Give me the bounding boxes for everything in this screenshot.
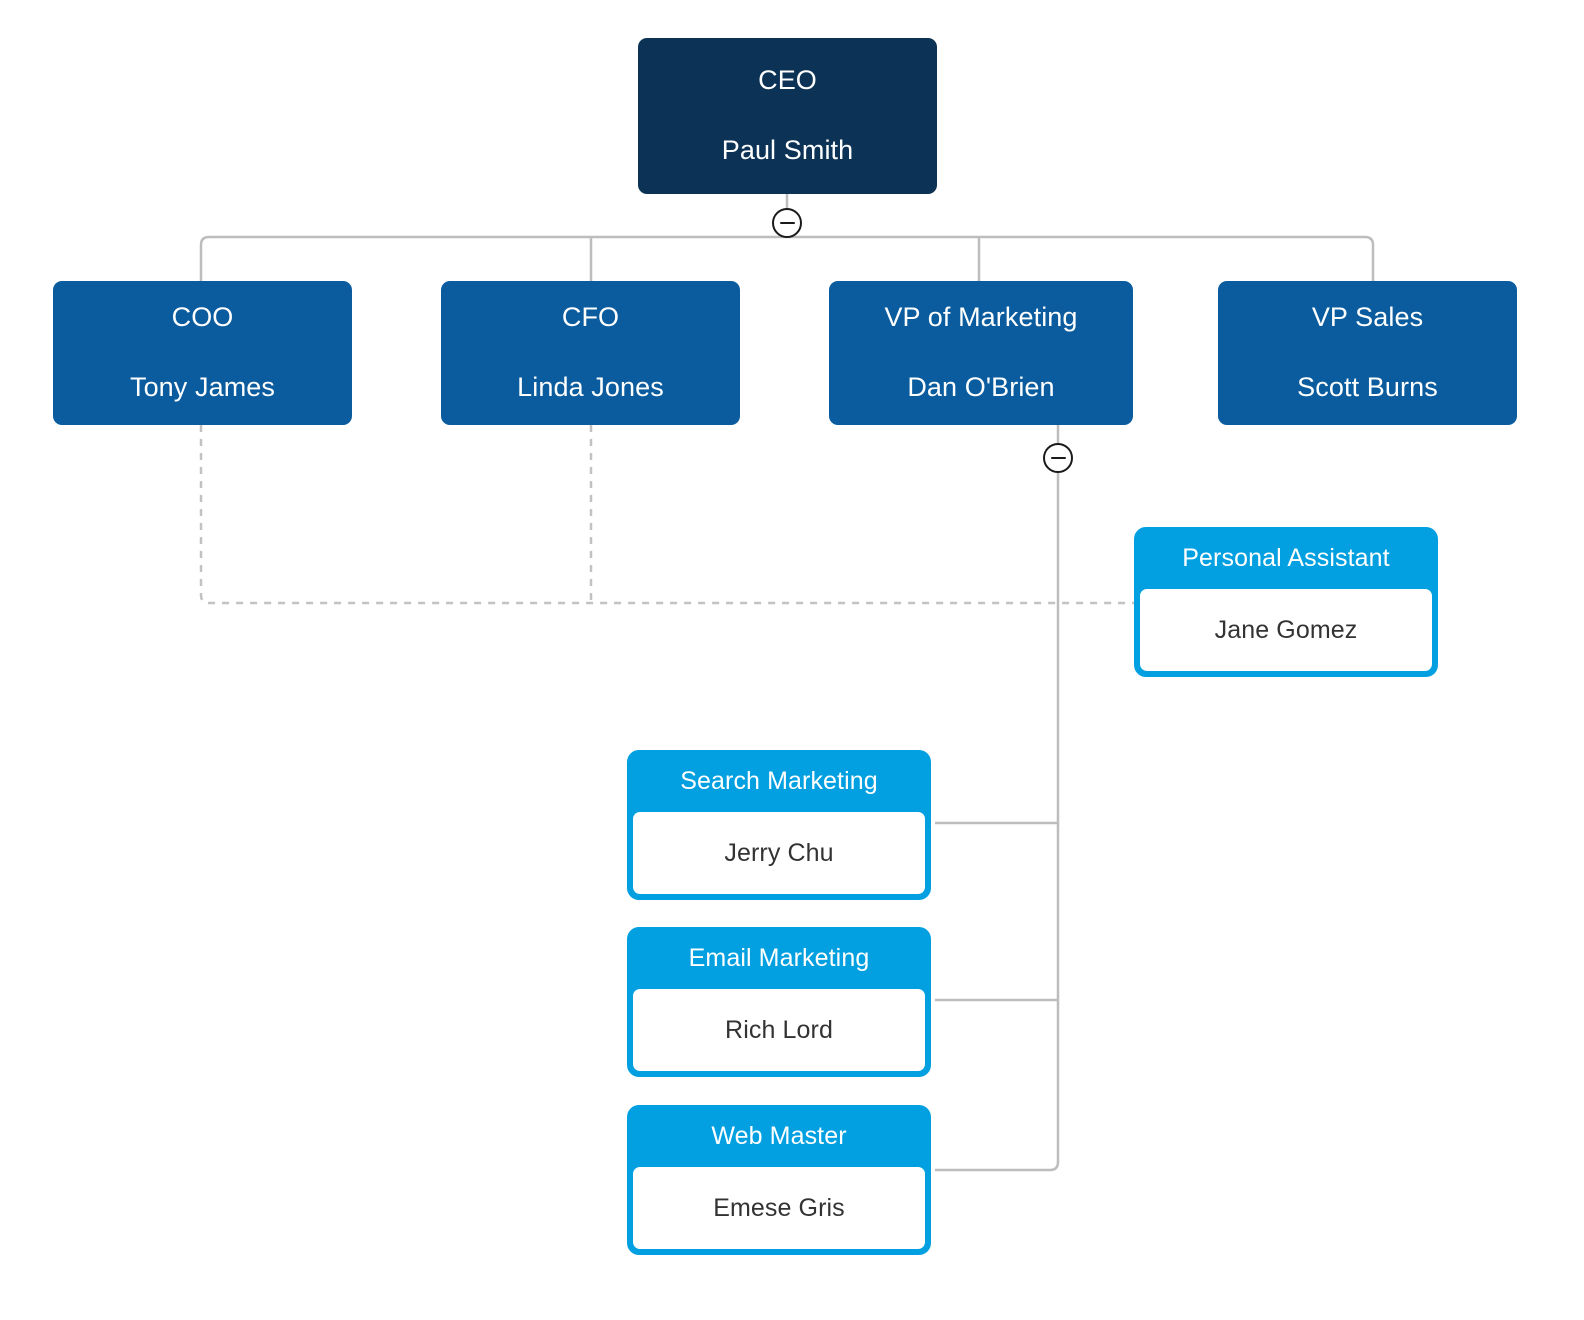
connector-marketing-spine [935, 425, 1060, 1172]
node-vp-sales[interactable]: VP Sales Scott Burns [1218, 281, 1517, 425]
connector-level1-bus [199, 235, 1375, 281]
node-vp-sales-title: VP Sales [1311, 302, 1424, 333]
collapse-toggle-vp-marketing[interactable] [1043, 443, 1073, 473]
card-web-master-title: Web Master [711, 1121, 847, 1150]
node-ceo[interactable]: CEO Paul Smith [638, 38, 937, 194]
node-coo[interactable]: COO Tony James [53, 281, 352, 425]
card-web-master-name: Emese Gris [633, 1167, 925, 1249]
collapse-toggle-ceo[interactable] [772, 208, 802, 238]
card-search-marketing-title: Search Marketing [680, 766, 878, 795]
card-personal-assistant-title: Personal Assistant [1182, 543, 1390, 572]
node-vp-sales-name: Scott Burns [1297, 372, 1438, 402]
node-ceo-title: CEO [758, 65, 817, 96]
card-personal-assistant[interactable]: Personal Assistant Jane Gomez [1134, 527, 1438, 677]
card-email-marketing-name: Rich Lord [633, 989, 925, 1071]
card-search-marketing-name: Jerry Chu [633, 812, 925, 894]
card-email-marketing[interactable]: Email Marketing Rich Lord [627, 927, 931, 1077]
connector-dashed-assistant [199, 425, 1135, 605]
node-cfo[interactable]: CFO Linda Jones [441, 281, 740, 425]
node-coo-name: Tony James [129, 372, 276, 402]
node-vp-marketing-name: Dan O'Brien [907, 372, 1055, 402]
node-vp-marketing[interactable]: VP of Marketing Dan O'Brien [829, 281, 1133, 425]
card-personal-assistant-name: Jane Gomez [1140, 589, 1432, 671]
node-coo-title: COO [171, 302, 234, 333]
node-vp-marketing-title: VP of Marketing [884, 302, 1078, 333]
card-search-marketing[interactable]: Search Marketing Jerry Chu [627, 750, 931, 900]
minus-icon [1050, 456, 1066, 460]
card-web-master[interactable]: Web Master Emese Gris [627, 1105, 931, 1255]
node-ceo-name: Paul Smith [721, 135, 854, 165]
minus-icon [779, 221, 795, 225]
card-email-marketing-title: Email Marketing [688, 943, 870, 972]
node-cfo-name: Linda Jones [517, 372, 664, 402]
node-cfo-title: CFO [561, 302, 620, 333]
